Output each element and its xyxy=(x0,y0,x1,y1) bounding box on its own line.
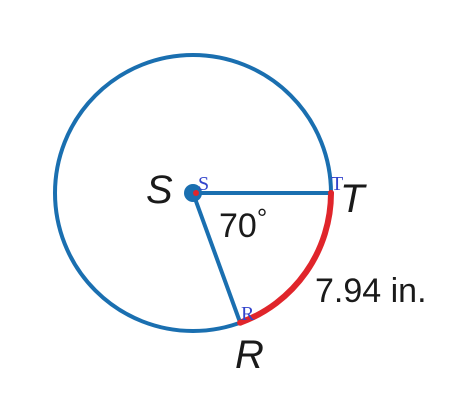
point-r-marker xyxy=(237,319,244,326)
label-s: S xyxy=(146,168,173,212)
degree-symbol: ° xyxy=(257,203,267,233)
angle-value: 70 xyxy=(219,207,257,245)
arc-length-label: 7.94 in. xyxy=(315,272,427,310)
point-t-marker xyxy=(328,190,334,196)
center-marker xyxy=(193,190,199,196)
radius-sr xyxy=(191,192,243,324)
small-label-r: R xyxy=(241,303,255,325)
small-label-t: T xyxy=(331,173,343,195)
angle-label: 70° xyxy=(219,203,267,245)
small-label-s: S xyxy=(198,173,209,195)
label-t: T xyxy=(340,177,367,221)
arc-tr xyxy=(237,190,334,326)
label-r: R xyxy=(235,333,264,377)
